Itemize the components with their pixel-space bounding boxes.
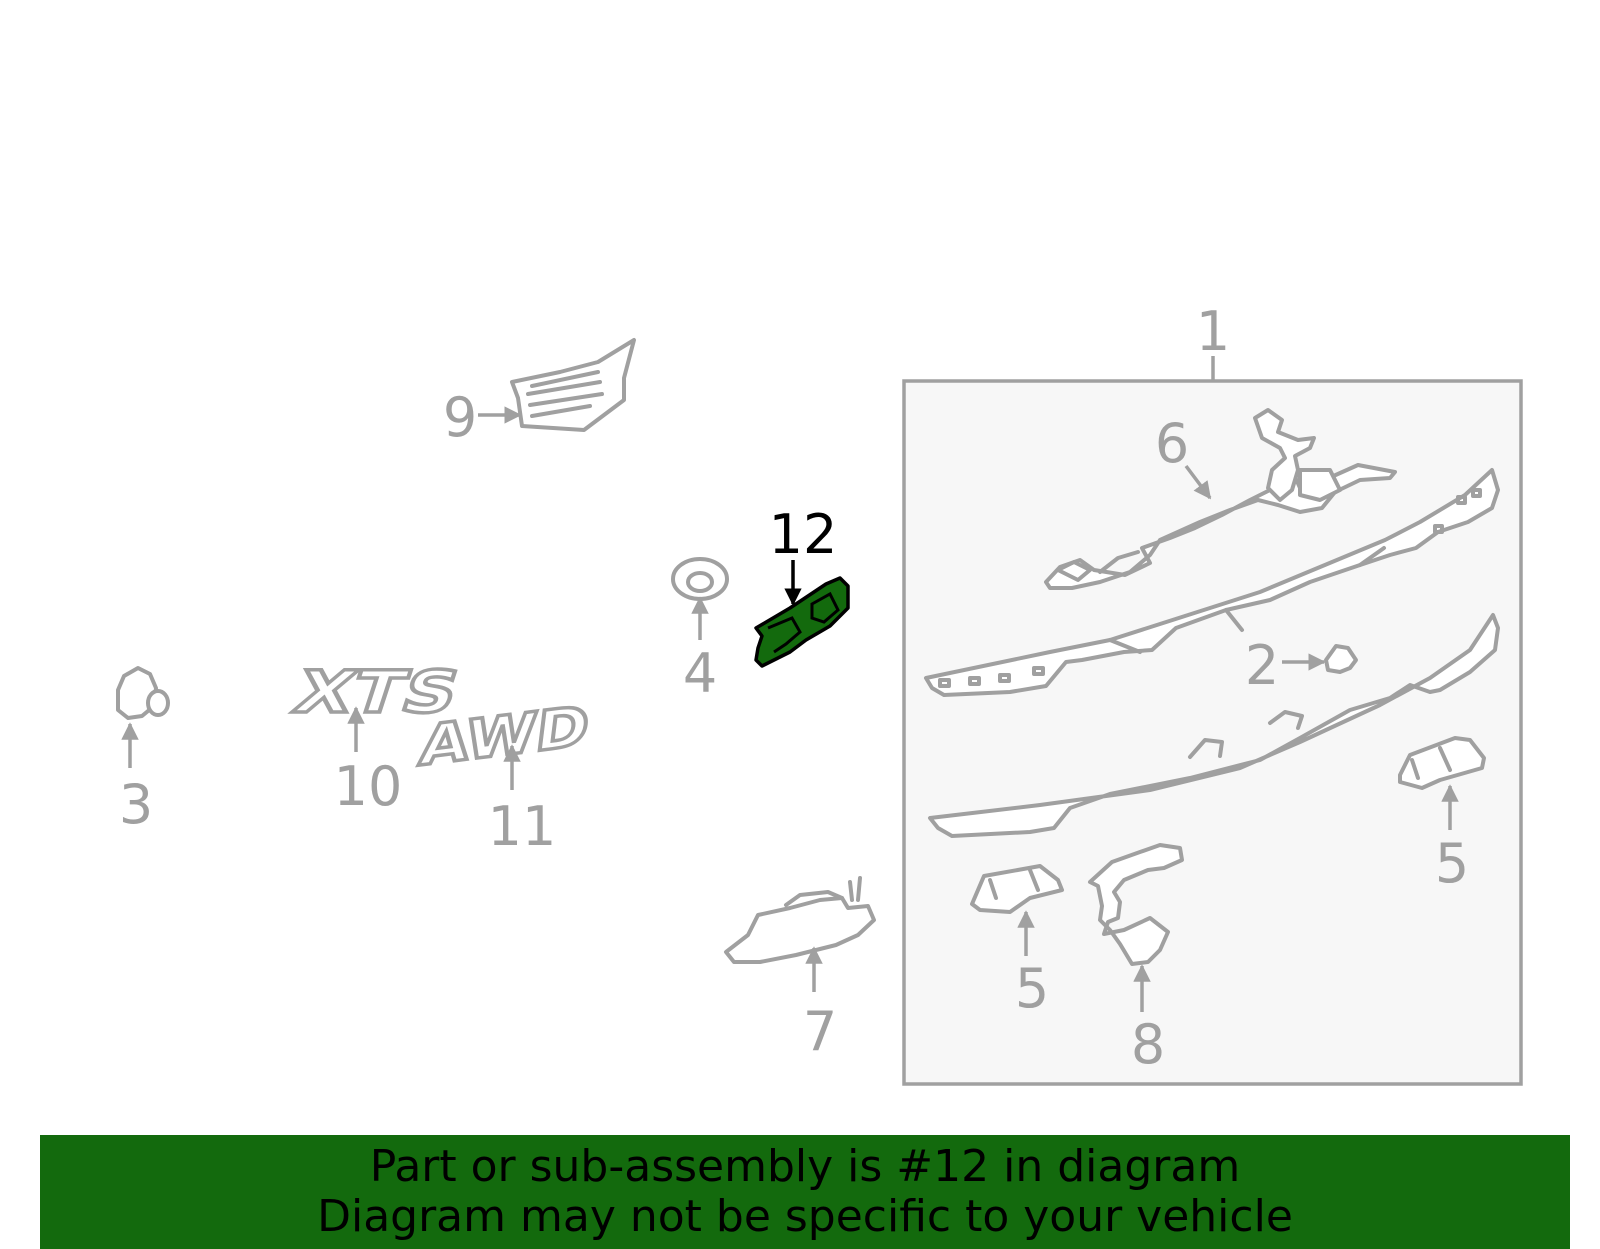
svg-text:XTS: XTS bbox=[286, 659, 468, 726]
info-banner: Part or sub-assembly is #12 in diagram D… bbox=[40, 1135, 1570, 1249]
assembly-box-1 bbox=[902, 356, 1523, 1086]
callout-1[interactable]: 1 bbox=[1196, 300, 1230, 363]
part-1-lower-bar[interactable] bbox=[928, 613, 1500, 838]
callout-3[interactable]: 3 bbox=[119, 773, 153, 836]
parts-diagram: 1 6 2 5 5 bbox=[116, 300, 1523, 1086]
part-7-license-lamp[interactable] bbox=[724, 876, 876, 964]
callout-11[interactable]: 11 bbox=[488, 795, 557, 858]
callout-7[interactable]: 7 bbox=[803, 1000, 837, 1063]
callout-4[interactable]: 4 bbox=[683, 642, 717, 705]
part-12-emblem-highlighted[interactable] bbox=[754, 576, 850, 668]
callout-8[interactable]: 8 bbox=[1131, 1013, 1165, 1076]
part-1-upper-bar[interactable] bbox=[924, 468, 1500, 697]
part-6-harness[interactable] bbox=[1044, 408, 1397, 590]
callout-10[interactable]: 10 bbox=[334, 755, 403, 818]
callout-5-left[interactable]: 5 bbox=[1015, 957, 1049, 1020]
banner-line-2: Diagram may not be specific to your vehi… bbox=[317, 1191, 1293, 1242]
callout-5-right[interactable]: 5 bbox=[1435, 832, 1469, 895]
callout-9[interactable]: 9 bbox=[443, 386, 477, 449]
part-3-pin[interactable] bbox=[116, 666, 170, 720]
part-4-grommet[interactable] bbox=[671, 557, 729, 601]
callout-2[interactable]: 2 bbox=[1245, 634, 1279, 697]
callout-6[interactable]: 6 bbox=[1155, 412, 1189, 475]
part-9-emblem[interactable] bbox=[510, 338, 636, 432]
callout-12[interactable]: 12 bbox=[769, 503, 838, 566]
part-8-socket[interactable] bbox=[1088, 843, 1184, 966]
part-10-nameplate[interactable]: XTS bbox=[284, 658, 469, 729]
banner-line-1: Part or sub-assembly is #12 in diagram bbox=[369, 1141, 1241, 1192]
part-5-lamp-right[interactable] bbox=[1398, 736, 1486, 790]
part-5-lamp-left[interactable] bbox=[970, 864, 1064, 914]
part-2-clip[interactable] bbox=[1324, 644, 1358, 674]
